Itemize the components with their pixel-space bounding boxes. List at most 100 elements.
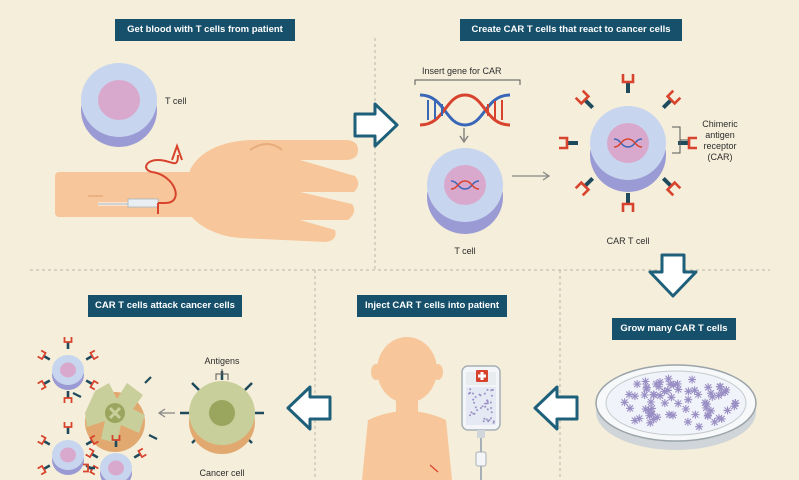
- small-car-t-cell: [36, 336, 100, 404]
- destroyed-cancer-cell-icon: [72, 376, 158, 452]
- bag-cell-dot: [489, 401, 492, 404]
- dish-cell: [669, 380, 679, 390]
- t-cell-icon: [81, 63, 157, 147]
- bag-cell-dot: [483, 417, 486, 420]
- dish-cell: [687, 375, 697, 385]
- dish-cell: [630, 415, 640, 426]
- insert-gene-label: Insert gene for CAR: [422, 66, 502, 76]
- bag-cell-dot: [486, 388, 489, 391]
- car-label-line4: (CAR): [707, 152, 733, 162]
- arrow-left-step4: [533, 385, 579, 431]
- arm-hand-illustration: [55, 140, 359, 242]
- dashed-separators: [30, 38, 770, 480]
- bag-cell-dot: [469, 414, 471, 417]
- dish-cell: [630, 391, 640, 401]
- dish-cell: [668, 410, 678, 420]
- dish-cell: [681, 404, 691, 414]
- car-label-line3: receptor: [703, 141, 737, 151]
- dish-cell: [660, 398, 670, 408]
- cancer-cell-label: Cancer cell: [199, 468, 245, 478]
- bag-cell-dot: [478, 393, 481, 396]
- car-label-line2: antigen: [705, 130, 735, 140]
- dish-cell: [715, 382, 725, 392]
- bag-cell-dot: [474, 396, 477, 398]
- bag-cell-dot: [473, 401, 476, 404]
- dish-cell: [666, 392, 676, 402]
- patient-child-illustration: [362, 337, 452, 480]
- arrow-down-step3: [648, 253, 698, 298]
- bag-cell-dot: [483, 392, 486, 395]
- dish-cell: [641, 384, 651, 394]
- arrow-left-step5: [286, 385, 332, 431]
- bag-cell-dot: [472, 412, 475, 415]
- petri-dish-icon: [595, 364, 757, 450]
- small-car-t-cell: [82, 434, 148, 480]
- bag-cell-dot: [479, 407, 482, 409]
- bag-cell-dot: [485, 418, 488, 421]
- bag-cell-dot: [492, 421, 495, 424]
- bag-cell-dot: [490, 389, 493, 392]
- car-t-cell-icon: [557, 72, 699, 214]
- bag-cell-dot: [469, 391, 472, 394]
- bag-cell-dot: [486, 400, 489, 403]
- dish-cell: [714, 390, 724, 401]
- dish-cell: [703, 410, 713, 420]
- dish-cell: [683, 386, 693, 396]
- car-bracket: [672, 126, 688, 154]
- bag-cell-dot: [485, 402, 488, 405]
- step5-title: CAR T cells attack cancer cells: [88, 295, 242, 317]
- bag-cell-dot: [474, 406, 477, 409]
- dish-cell: [624, 389, 634, 400]
- dish-cell: [702, 399, 712, 409]
- attack-arrow: [157, 408, 175, 418]
- arrow-to-car-t-cell: [512, 171, 551, 181]
- bag-cell-dot: [476, 409, 479, 412]
- dish-cell: [659, 386, 669, 396]
- dish-cell: [640, 376, 651, 387]
- dish-cell: [703, 382, 713, 392]
- step3-title: Grow many CAR T cells: [612, 318, 736, 340]
- bag-cell-dot: [491, 388, 494, 391]
- dish-cell: [625, 403, 635, 413]
- bag-cell-dot: [482, 420, 485, 423]
- dish-cell: [652, 412, 662, 422]
- dish-cell: [690, 410, 700, 420]
- bag-cell-dot: [486, 408, 489, 411]
- bag-cell-dot: [488, 419, 491, 422]
- bag-cell-dot: [490, 417, 492, 420]
- bag-cell-dot: [490, 407, 493, 409]
- dish-cell: [646, 397, 656, 407]
- dish-cell: [710, 417, 720, 427]
- bag-cell-dot: [490, 411, 493, 414]
- dish-cell: [683, 417, 693, 427]
- step1-title: Get blood with T cells from patient: [115, 19, 295, 41]
- bag-cell-dot: [472, 392, 474, 395]
- bag-cell-dot: [490, 394, 493, 397]
- bag-cell-dot: [469, 388, 472, 391]
- dish-cell: [655, 377, 665, 387]
- step2-title: Create CAR T cells that react to cancer …: [460, 19, 682, 41]
- dish-cell: [707, 392, 717, 402]
- arrow-right-step2: [353, 102, 399, 148]
- dish-cell: [693, 389, 703, 400]
- antigens-bracket: [215, 369, 229, 380]
- cancer-cell-icon: [180, 371, 264, 454]
- dish-cell: [632, 379, 642, 389]
- car-t-cell-label: CAR T cell: [606, 236, 650, 246]
- bag-cell-dot: [484, 402, 487, 405]
- bag-cell-dot: [481, 405, 484, 408]
- car-label-line1: Chimeric: [702, 119, 738, 129]
- dna-strand-icon: [414, 79, 521, 144]
- blood-draw-tube: [98, 143, 183, 214]
- t-cell-label: T cell: [165, 96, 187, 106]
- antigens-label: Antigens: [204, 356, 240, 366]
- dish-cell: [640, 390, 650, 400]
- dish-cell: [663, 374, 674, 384]
- step4-title: Inject CAR T cells into patient: [357, 295, 507, 317]
- dish-cell: [649, 390, 659, 400]
- small-car-t-cell: [36, 421, 100, 476]
- bag-cell-dot: [470, 411, 473, 414]
- modified-t-cell-label: T cell: [454, 246, 476, 256]
- dish-cell: [673, 398, 683, 409]
